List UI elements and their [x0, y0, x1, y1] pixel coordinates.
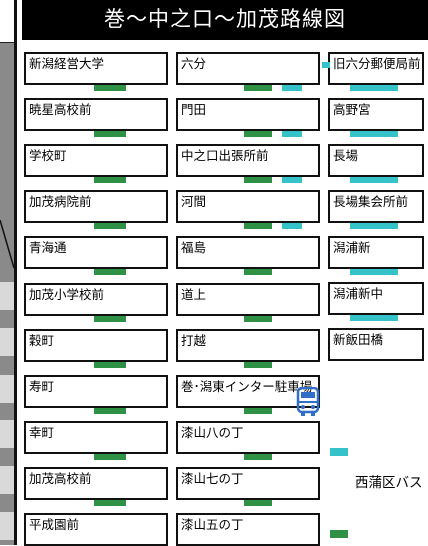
stop-box: 高野宮	[328, 98, 424, 131]
stop-box: 長場集会所前	[328, 190, 424, 223]
stop-box: 学校町	[24, 144, 168, 178]
green-connector	[94, 269, 126, 276]
stop-box: 潟浦新中	[328, 282, 424, 315]
cyan-connector	[350, 177, 398, 183]
stop-box: 青海通	[24, 236, 168, 270]
green-connector	[244, 499, 272, 506]
stop-box: 加茂病院前	[24, 190, 168, 224]
stop-box: 六分	[176, 52, 320, 85]
stop-box: 旧六分郵便局前	[328, 52, 424, 85]
cyan-connector	[282, 131, 302, 138]
green-connector	[244, 223, 272, 230]
legend-cyan-swatch	[330, 448, 348, 456]
stop-box: 平成園前	[24, 513, 168, 546]
left-edge-band	[0, 375, 14, 403]
page-title: 巻～中之口～加茂路線図	[22, 0, 428, 40]
stop-box: 寿町	[24, 374, 168, 408]
cyan-connector	[350, 223, 398, 229]
stop-box: 穀町	[24, 328, 168, 362]
left-edge-band	[0, 512, 14, 540]
green-connector	[94, 131, 126, 138]
left-edge-band	[0, 282, 14, 310]
green-connector	[244, 361, 272, 368]
stop-box: 福島	[176, 236, 320, 270]
green-connector	[94, 85, 126, 91]
cyan-connector	[322, 62, 330, 68]
stop-box: 打越	[176, 328, 320, 362]
green-connector	[244, 177, 272, 184]
stop-box: 道上	[176, 282, 320, 316]
cyan-connector	[350, 85, 398, 91]
legend-label: 西蒲区バス	[355, 475, 423, 491]
green-connector	[94, 453, 126, 460]
green-connector	[244, 315, 272, 322]
left-edge-band	[0, 328, 14, 356]
green-connector	[94, 407, 126, 414]
stop-box: 潟浦新	[328, 236, 424, 269]
stop-box: 巻･潟東インター駐車場	[176, 374, 320, 408]
green-connector	[244, 131, 272, 138]
cyan-connector	[350, 315, 398, 321]
green-connector	[244, 453, 272, 460]
green-connector	[244, 85, 272, 91]
green-connector	[244, 407, 272, 414]
left-edge-strip	[0, 0, 14, 545]
cyan-connector	[282, 177, 302, 184]
stop-box: 門田	[176, 98, 320, 132]
stop-box: 加茂小学校前	[24, 282, 168, 316]
legend-green-swatch	[330, 530, 348, 538]
route-line	[0, 220, 14, 269]
left-edge-band	[0, 466, 14, 494]
cyan-connector	[350, 269, 398, 275]
green-connector	[94, 361, 126, 368]
bus-icon	[296, 387, 320, 416]
green-connector	[244, 269, 272, 276]
green-connector	[94, 223, 126, 230]
stop-box: 漆山五の丁	[176, 513, 320, 546]
stop-box: 新潟経営大学	[24, 52, 168, 85]
green-connector	[94, 499, 126, 506]
stop-box: 暁星高校前	[24, 98, 168, 132]
green-connector	[94, 177, 126, 184]
stop-box: 加茂高校前	[24, 466, 168, 500]
stop-box: 漆山七の丁	[176, 466, 320, 500]
stop-box: 長場	[328, 144, 424, 177]
stop-box: 漆山八の丁	[176, 420, 320, 454]
left-edge-band	[0, 420, 14, 448]
stop-box: 新飯田橋	[328, 328, 424, 361]
stop-box: 幸町	[24, 420, 168, 454]
cyan-connector	[282, 223, 302, 230]
stop-box: 河間	[176, 190, 320, 224]
stop-box: 中之口出張所前	[176, 144, 320, 178]
cyan-connector	[350, 131, 398, 137]
green-connector	[94, 315, 126, 322]
cyan-connector	[282, 85, 302, 91]
left-edge-white	[0, 0, 14, 43]
